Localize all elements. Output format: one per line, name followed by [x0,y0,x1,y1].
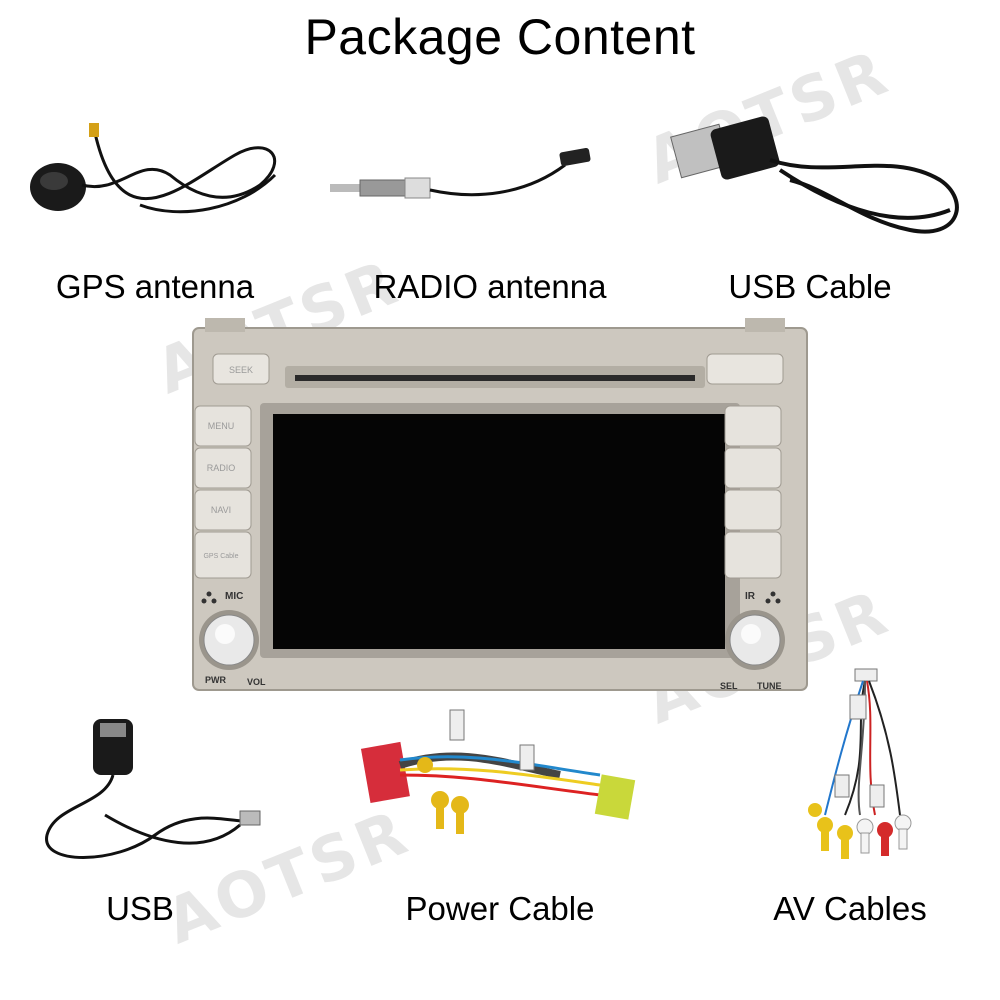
av-cables-label: AV Cables [773,890,927,927]
head-unit-image: SEEK MENU RADIO NAVI GPS Cable MIC IR PW… [185,318,815,698]
power-cable-image [360,705,645,855]
svg-text:MENU: MENU [208,421,235,431]
page-title: Package Content [304,9,696,65]
radio-antenna-label: RADIO antenna [373,268,607,305]
radio-antenna-image [325,140,615,220]
usb-cable-image [660,110,970,250]
svg-text:VOL: VOL [247,677,266,687]
gps-antenna-label: GPS antenna [55,268,255,305]
power-cable-label: Power Cable [405,890,595,927]
usb-adapter-image [35,715,275,875]
av-cables-image [795,665,925,880]
usb-label: USB [106,890,174,927]
svg-text:GPS Cable: GPS Cable [203,553,238,560]
svg-text:IR: IR [745,591,756,602]
svg-text:RADIO: RADIO [207,463,236,473]
svg-text:PWR: PWR [205,675,226,685]
gps-antenna-image [20,115,300,225]
svg-text:SEL: SEL [720,681,738,691]
svg-text:SEEK: SEEK [229,365,253,375]
svg-text:NAVI: NAVI [211,505,231,515]
svg-text:TUNE: TUNE [757,681,782,691]
svg-text:MIC: MIC [225,591,243,602]
usb-cable-label: USB Cable [728,268,892,305]
